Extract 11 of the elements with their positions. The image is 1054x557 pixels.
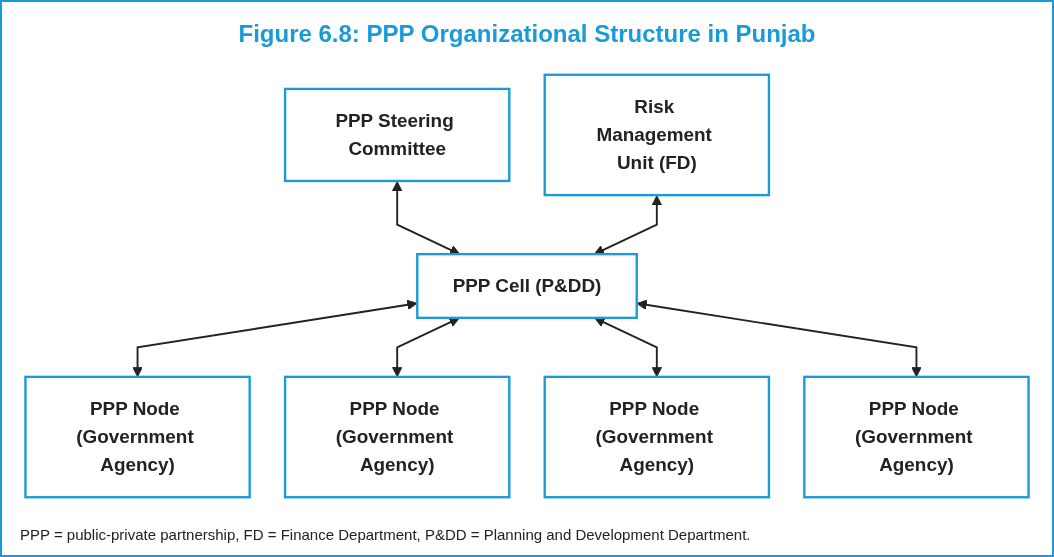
node-box: PPP Steering Committee (283, 87, 511, 183)
node-box: PPP Node (Government Agency) (283, 375, 511, 499)
figure-title: Figure 6.8: PPP Organizational Structure in Punjab (237, 20, 817, 48)
arrow (392, 180, 461, 255)
arrow (593, 195, 662, 255)
caption: PPP = public-private partnership, FD = Finance Department, P&DD = Planning and Development Department. (20, 526, 752, 543)
node-box: PPP Node (Government Agency) (24, 375, 251, 499)
node-box: PPP Cell (P&DD) (416, 252, 638, 320)
node-box: PPP Node (Government Agency) (543, 375, 771, 499)
node-box: PPP Node (Government Agency) (803, 375, 1030, 499)
node-box: Risk Management Unit (FD) (543, 73, 771, 197)
